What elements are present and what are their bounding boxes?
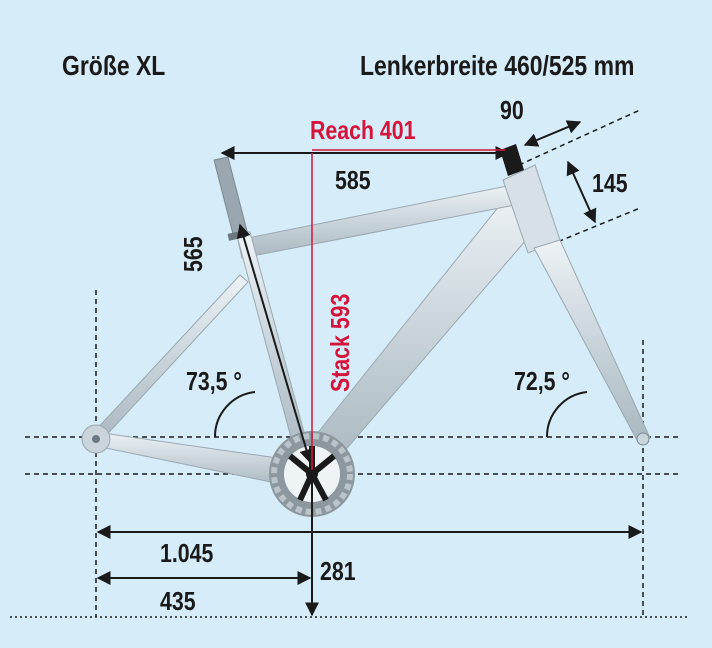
bb-drop-label: 281 [320,556,356,586]
chainstay-label: 435 [160,586,196,616]
bike-frame [81,144,651,517]
seat-angle-label: 73,5 ° [186,366,242,396]
top-tube-label: 585 [335,165,371,195]
wheelbase-label: 1.045 [160,538,214,568]
head-tube-label: 145 [592,168,628,198]
head-angle-label: 72,5 ° [514,366,570,396]
stem-length-label: 90 [500,95,524,125]
handlebar-width-label: Lenkerbreite 460/525 mm [360,50,635,81]
reach-stack-lines [311,149,505,470]
seat-tube-label: 565 [178,236,208,272]
reach-label: Reach 401 [310,115,416,145]
frame-size-label: Größe XL [62,50,166,81]
stack-label: Stack 593 [325,293,355,392]
dimension-lines [96,120,643,617]
